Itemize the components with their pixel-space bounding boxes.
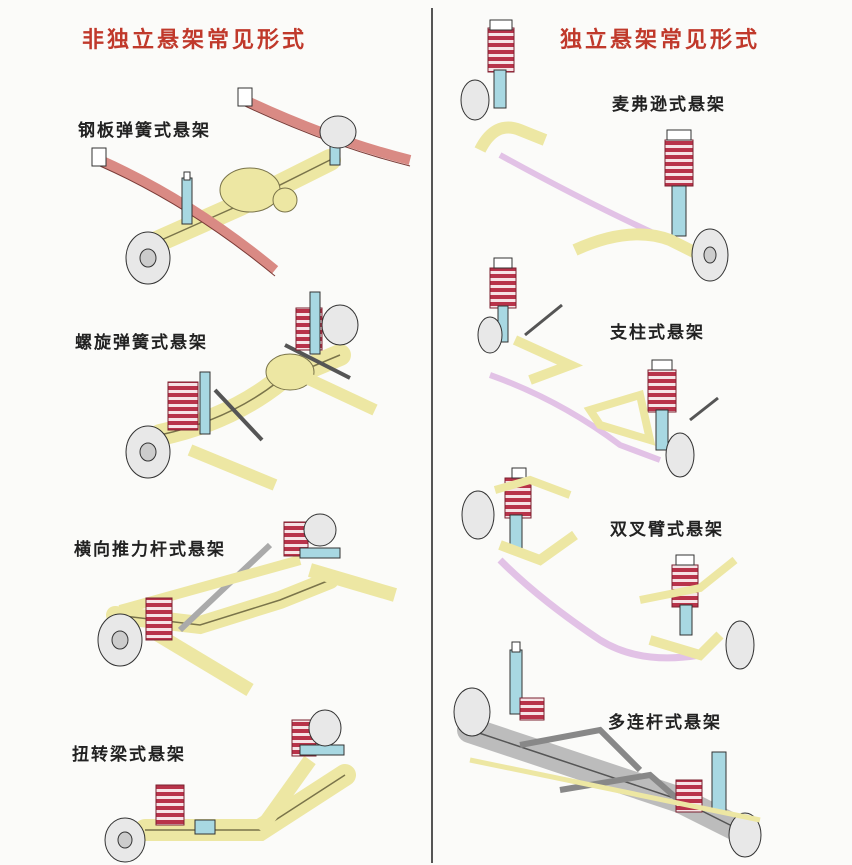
multi-link-label: 多连杆式悬架 [608, 713, 722, 733]
double-wishbone-illustration [461, 467, 755, 670]
right-panel-title: 独立悬架常见形式 [560, 27, 761, 53]
coil-spring-illustration [125, 291, 378, 491]
panhard-rod-label: 横向推力杆式悬架 [74, 540, 226, 560]
coil-spring-label: 螺旋弹簧式悬架 [75, 333, 208, 353]
strut-label: 支柱式悬架 [610, 323, 705, 343]
left-panel-title: 非独立悬架常见形式 [82, 27, 308, 53]
multi-link-illustration [453, 641, 762, 858]
torsion-beam-illustration [104, 709, 356, 863]
panel-divider [431, 8, 433, 863]
leaf-spring-illustration [91, 87, 412, 285]
torsion-beam-label: 扭转梁式悬架 [72, 745, 186, 765]
leaf-spring-label: 钢板弹簧式悬架 [78, 121, 211, 141]
panhard-rod-illustration [97, 513, 397, 697]
macpherson-label: 麦弗逊式悬架 [612, 95, 726, 115]
macpherson-illustration [460, 19, 729, 282]
double-wishbone-label: 双叉臂式悬架 [610, 520, 724, 540]
strut-illustration [477, 257, 719, 478]
